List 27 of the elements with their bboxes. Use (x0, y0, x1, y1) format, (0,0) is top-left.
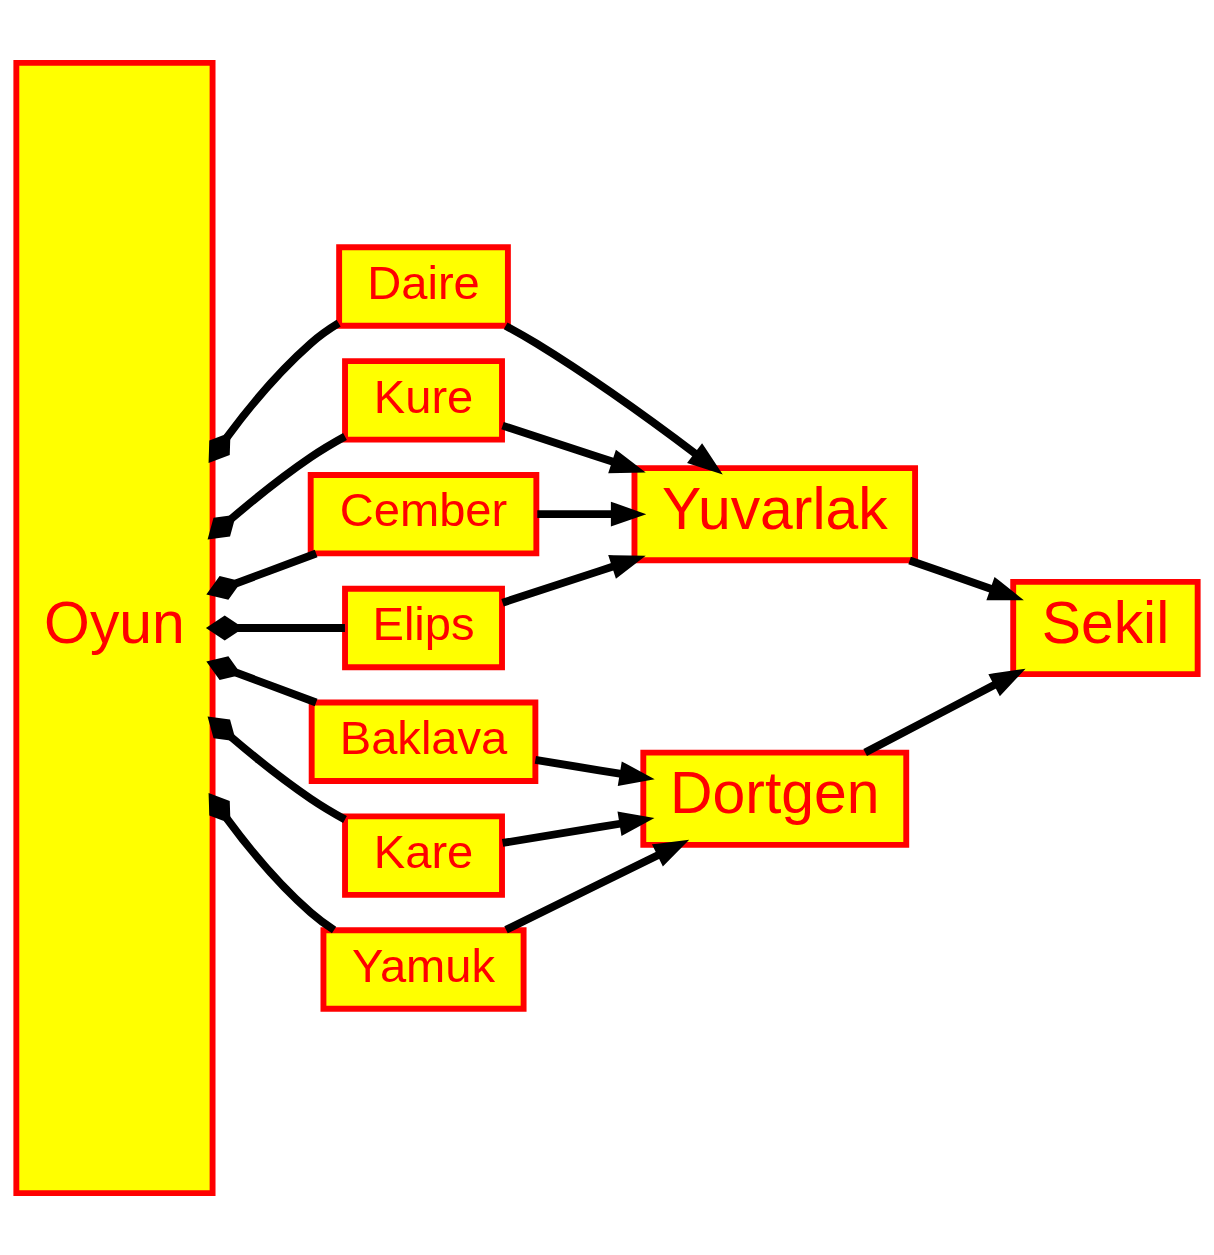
node-box: Kure (342, 357, 505, 443)
connector (207, 432, 347, 540)
node-box: Oyun (13, 59, 216, 1196)
arrow (501, 554, 646, 606)
arrow (501, 811, 655, 847)
node-box: Yamuk (320, 926, 527, 1012)
node-box: Dortgen (640, 749, 910, 848)
arrow (863, 668, 1026, 756)
arrow (503, 321, 723, 475)
node-box: Baklava (308, 699, 539, 784)
arrow (908, 556, 1024, 600)
node-box: Elips (342, 585, 505, 670)
arrow (537, 501, 647, 527)
arrow (504, 839, 690, 933)
connector (208, 319, 341, 463)
node-box: Kare (342, 812, 505, 898)
connector (206, 549, 318, 600)
node-box: Daire (336, 243, 511, 329)
connector (205, 614, 345, 641)
connector (206, 655, 318, 706)
node-box: Yuvarlak (631, 464, 919, 563)
arrow (534, 755, 655, 786)
node-box: Cember (307, 471, 540, 556)
connector (208, 792, 337, 933)
arrow (501, 421, 646, 473)
node-box: Sekil (1010, 578, 1201, 677)
connector (207, 715, 347, 823)
